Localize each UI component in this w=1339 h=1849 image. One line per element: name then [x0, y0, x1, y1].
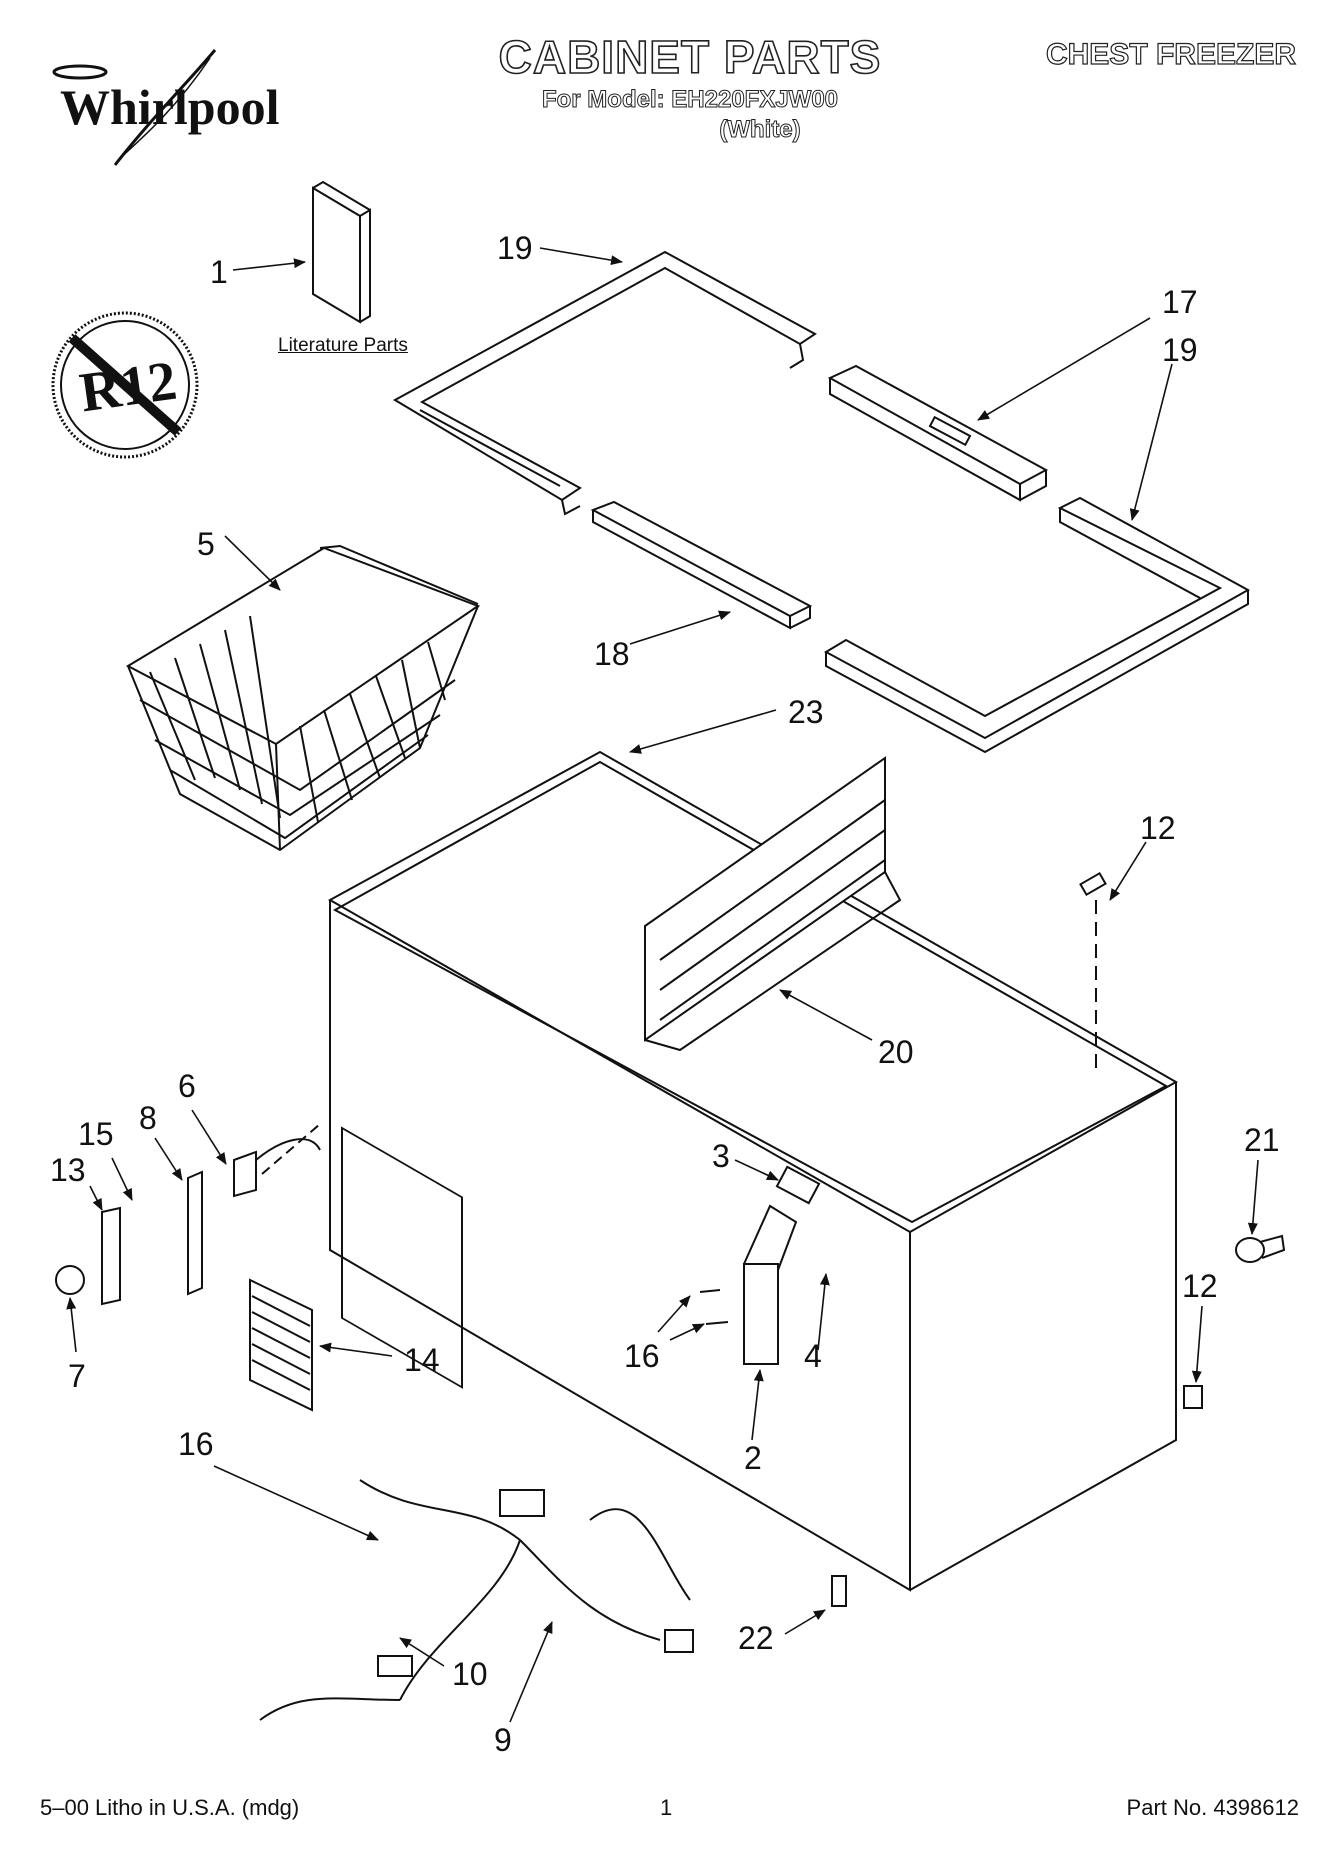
r12-badge-label: R12 — [76, 349, 181, 425]
callout-18: 18 — [594, 636, 630, 672]
callout-22: 22 — [738, 1620, 774, 1656]
freezer-cabinet — [327, 750, 1179, 1592]
callout-16-harness: 16 — [178, 1426, 214, 1462]
label-12-top — [1079, 871, 1107, 897]
label-12-side — [1183, 1385, 1203, 1409]
appliance-type: CHEST FREEZER — [1045, 37, 1296, 71]
callout-15: 15 — [78, 1116, 114, 1152]
callout-12-side: 12 — [1182, 1268, 1218, 1304]
callout-4: 4 — [804, 1338, 822, 1374]
callout-19-upper: 19 — [497, 230, 533, 266]
literature-booklet-icon — [312, 180, 371, 324]
no-r12-badge-icon — [51, 311, 199, 459]
callout-13: 13 — [50, 1152, 86, 1188]
callout-1: 1 — [210, 254, 228, 290]
callout-2: 2 — [744, 1440, 762, 1476]
callout-5: 5 — [197, 526, 215, 562]
control-bracket — [55, 1138, 321, 1306]
callout-14: 14 — [404, 1342, 440, 1378]
wiring-harness — [259, 1479, 694, 1721]
wire-basket — [125, 544, 481, 852]
callout-9: 9 — [494, 1722, 512, 1758]
callout-21: 21 — [1244, 1122, 1280, 1158]
whirlpool-logo-icon — [52, 49, 217, 166]
callout-leaders — [66, 247, 1259, 1723]
breaker-strip-18 — [590, 500, 813, 630]
callout-23: 23 — [788, 694, 824, 730]
hinge-assembly — [699, 1165, 821, 1365]
literature-parts-label: Literature Parts — [278, 335, 408, 356]
breaker-strip-17 — [827, 364, 1049, 502]
print-info: 5–00 Litho in U.S.A. (mdg) — [40, 1795, 300, 1820]
callout-3: 3 — [712, 1138, 730, 1174]
color-line: (White) — [719, 116, 801, 144]
page-title: CABINET PARTS — [498, 30, 882, 84]
clip-22 — [831, 1575, 847, 1607]
model-line: For Model: EH220FXJW00 — [541, 86, 839, 114]
breaker-strip-19-lower — [823, 496, 1251, 754]
callout-7: 7 — [68, 1358, 86, 1394]
grille-14 — [249, 1278, 313, 1412]
callout-8: 8 — [139, 1100, 157, 1136]
part-number: Part No. 4398612 — [1126, 1795, 1299, 1820]
callout-20: 20 — [878, 1034, 914, 1070]
breaker-strip-19-upper — [392, 250, 817, 516]
leveling-leg-21 — [1235, 1234, 1286, 1263]
divider-20 — [644, 756, 902, 1052]
callout-16-hinge: 16 — [624, 1338, 660, 1374]
callout-10: 10 — [452, 1656, 488, 1692]
brand-logo-text: Whirlpool — [60, 79, 280, 135]
callout-12-top: 12 — [1140, 810, 1176, 846]
page-number: 1 — [660, 1795, 673, 1820]
callout-19-right: 19 — [1162, 332, 1198, 368]
callout-17: 17 — [1162, 284, 1198, 320]
callout-6: 6 — [178, 1068, 196, 1104]
